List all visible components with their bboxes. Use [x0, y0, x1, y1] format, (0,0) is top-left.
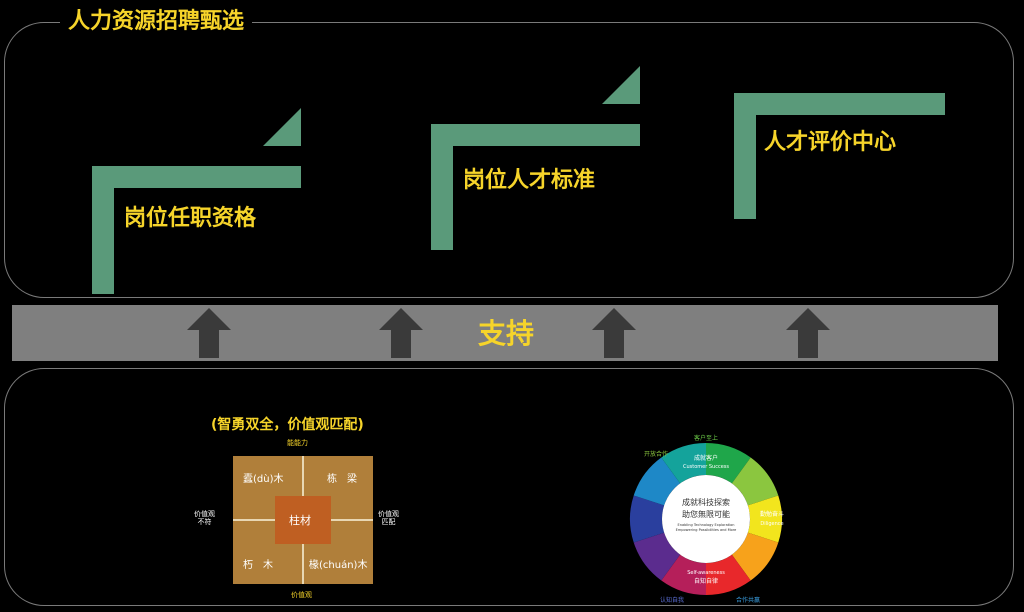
step-2-arrow-tip: [602, 66, 640, 104]
matrix-cell-bottom-right: 椽(chuán)木: [309, 560, 368, 571]
values-wheel-segment: [633, 457, 681, 506]
support-label: 支持: [478, 317, 535, 350]
values-wheel-segment: [747, 495, 782, 543]
step-1-bar-horizontal: [92, 166, 301, 188]
step-2-bar-horizontal: [431, 124, 640, 146]
support-bar: [12, 305, 998, 361]
wheel-top-cn: 成就客户: [694, 454, 718, 462]
up-arrow-icon: [592, 308, 636, 358]
step-1-label: 岗位任职资格: [124, 206, 257, 231]
values-wheel-ring: [630, 443, 782, 595]
matrix-bottom-axis: 价值观: [291, 591, 312, 599]
up-arrow-icon: [786, 308, 830, 358]
wheel-outer-bottom-right: 合作共赢: [736, 596, 760, 604]
wheel-outer-bottom-left: 认知自我: [660, 596, 684, 604]
matrix-center-cell: [275, 496, 331, 544]
values-wheel-segment: [706, 443, 751, 484]
foundation-panel: [4, 368, 1014, 606]
values-wheel-segment: [731, 532, 779, 581]
step-3-label: 人才评价中心: [764, 130, 897, 155]
values-wheel-center: [662, 475, 750, 563]
wheel-right-en: Diligence: [760, 521, 783, 527]
matrix-subtitle: (智勇双全，价值观匹配): [211, 417, 364, 433]
values-wheel-segment: [661, 554, 706, 595]
talent-matrix: 蠹(dù)木 栋 梁 柱材 朽 木 椽(chuán)木: [233, 456, 373, 584]
wheel-center-en-2: Empowering Possibilities and More: [676, 528, 737, 532]
step-3-bar-vertical: [734, 93, 756, 219]
step-3-bar-horizontal: [734, 93, 945, 115]
matrix-top-axis: 能能力: [287, 439, 308, 447]
page-title: 人力资源招聘甄选: [60, 8, 253, 36]
wheel-center-cn-2: 助您無限可能: [682, 509, 730, 519]
values-wheel: 成就科技探索 助您無限可能 Enabling Technology Explor…: [630, 434, 784, 604]
matrix-left-axis: 价值观 不符: [194, 510, 215, 526]
values-wheel-segment: [731, 457, 779, 506]
wheel-right-cn: 勤勉奋斗: [760, 510, 784, 518]
values-wheel-segment: [633, 532, 681, 581]
step-2-label: 岗位人才标准: [463, 168, 596, 193]
wheel-outer-top: 客户至上: [694, 434, 718, 442]
wheel-center-en-1: Enabling Technology Exploration: [678, 523, 735, 527]
values-wheel-segment: [630, 495, 665, 543]
matrix-right-axis: 价值观 匹配: [378, 510, 399, 526]
step-1-bar-vertical: [92, 166, 114, 294]
recruitment-panel: [4, 22, 1014, 298]
matrix-cell-center: 柱材: [289, 514, 311, 527]
values-wheel-segment: [661, 443, 706, 484]
matrix-cell-bottom-left: 朽 木: [243, 560, 273, 571]
up-arrow-icon: [379, 308, 423, 358]
wheel-bottom-cn: 自知自律: [694, 577, 718, 585]
matrix-cell-top-left: 蠹(dù)木: [243, 474, 284, 485]
up-arrow-icon: [187, 308, 231, 358]
wheel-center-cn-1: 成就科技探索: [682, 497, 730, 507]
step-2-bar-vertical: [431, 124, 453, 250]
values-wheel-segment: [706, 554, 751, 595]
wheel-top-en: Customer Success: [683, 464, 729, 470]
wheel-outer-top-left: 开放合作: [644, 450, 668, 458]
matrix-cell-top-right: 栋 梁: [327, 474, 357, 485]
step-1-arrow-tip: [263, 108, 301, 146]
wheel-bottom-en: Self-awareness: [687, 570, 725, 576]
